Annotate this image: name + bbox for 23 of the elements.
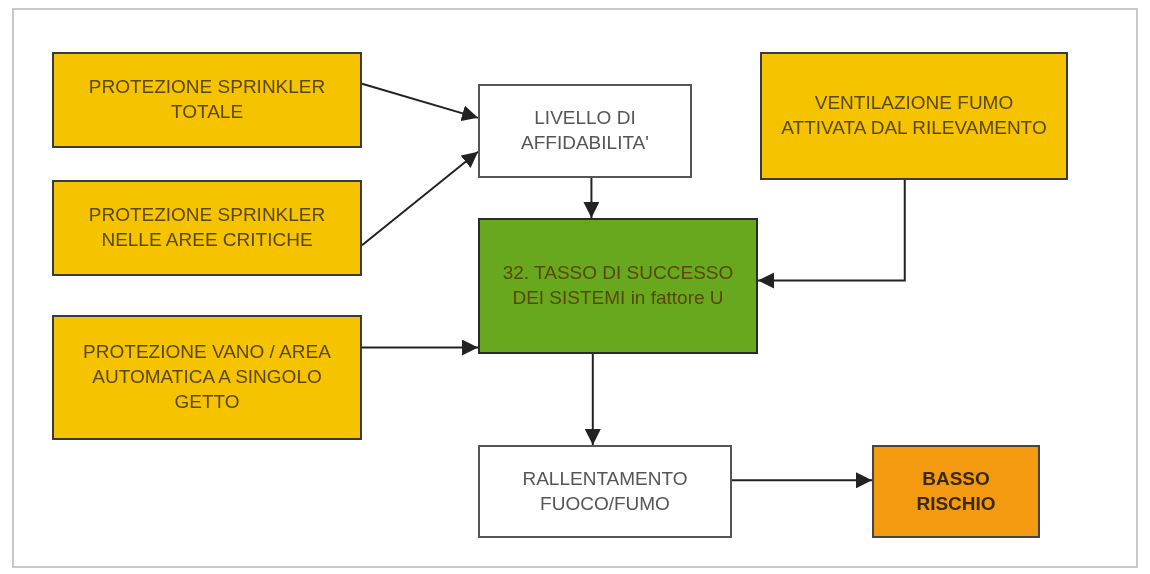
arrow	[361, 82, 479, 121]
node-label: 32. TASSO DI SUCCESSO DEI SISTEMI in fattore U	[501, 261, 735, 310]
arrow	[731, 472, 873, 489]
input-box	[52, 180, 362, 276]
node-label: BASSO RISCHIO	[915, 466, 997, 516]
arrow	[757, 179, 906, 289]
arrow	[361, 150, 479, 247]
node-label: LIVELLO DI AFFIDABILITA'	[520, 106, 650, 155]
input-box	[760, 52, 1068, 180]
node-label: RALLENTAMENTO FUOCO/FUMO	[521, 466, 689, 516]
arrow	[584, 353, 601, 446]
input-box	[52, 52, 362, 148]
node-label: VENTILAZIONE FUMO ATTIVATA DAL RILEVAMENTO	[780, 91, 1048, 140]
process-box	[478, 84, 692, 178]
node-label: PROTEZIONE VANO / AREA AUTOMATICA A SINGOLO GETTO	[82, 340, 332, 414]
node-label: PROTEZIONE SPRINKLER NELLE AREE CRITICHE	[87, 203, 327, 252]
factor-box	[478, 218, 758, 354]
arrow	[361, 339, 479, 356]
input-box	[52, 315, 362, 440]
arrow	[583, 177, 600, 219]
process-box	[478, 445, 732, 538]
node-label: PROTEZIONE SPRINKLER TOTALE	[87, 75, 327, 124]
result-box	[872, 445, 1040, 538]
